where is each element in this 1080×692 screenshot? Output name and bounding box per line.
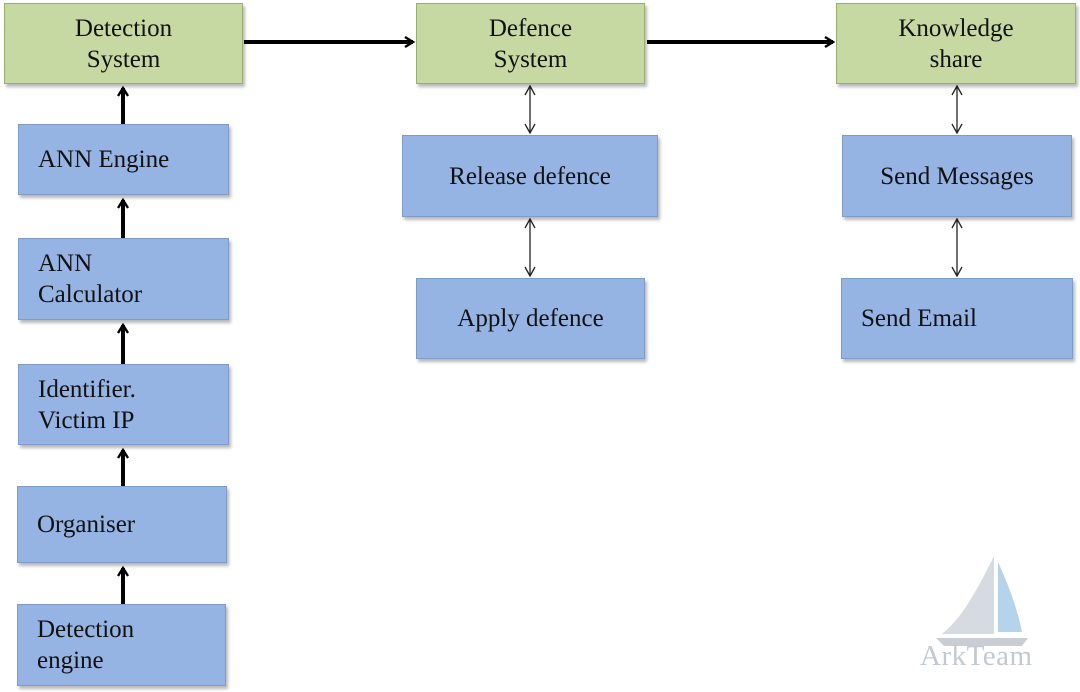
send-email-label: Send Email bbox=[861, 305, 977, 332]
ann-calculator-box: ANN Calculator bbox=[18, 238, 229, 320]
organiser-box: Organiser bbox=[17, 486, 227, 563]
send-messages-box: Send Messages bbox=[842, 135, 1072, 217]
defence-system-box: Defence System bbox=[416, 3, 645, 84]
apply-defence-label: Apply defence bbox=[457, 305, 604, 332]
detection-engine-box: Detection engine bbox=[17, 604, 226, 686]
watermark-text: ArkTeam bbox=[920, 640, 1033, 672]
detection-system-label: Detection System bbox=[74, 14, 173, 73]
send-messages-label: Send Messages bbox=[880, 162, 1034, 190]
ann-engine-box: ANN Engine bbox=[18, 124, 229, 195]
defence-system-label: Defence System bbox=[488, 14, 573, 73]
release-defence-label: Release defence bbox=[449, 162, 611, 190]
apply-defence-box: Apply defence bbox=[416, 278, 645, 359]
identifier-victim-ip-label: Identifier. Victim IP bbox=[38, 375, 136, 434]
identifier-victim-ip-box: Identifier. Victim IP bbox=[18, 364, 229, 445]
ann-engine-label: ANN Engine bbox=[38, 146, 170, 173]
knowledge-share-label: Knowledge share bbox=[898, 14, 1014, 73]
sailboat-icon bbox=[936, 556, 1028, 646]
organiser-label: Organiser bbox=[37, 511, 136, 538]
send-email-box: Send Email bbox=[841, 278, 1073, 359]
release-defence-box: Release defence bbox=[402, 135, 658, 217]
detection-engine-label: Detection engine bbox=[37, 616, 135, 674]
detection-system-box: Detection System bbox=[4, 3, 243, 84]
ann-calculator-label: ANN Calculator bbox=[38, 250, 143, 308]
knowledge-share-box: Knowledge share bbox=[836, 3, 1076, 84]
